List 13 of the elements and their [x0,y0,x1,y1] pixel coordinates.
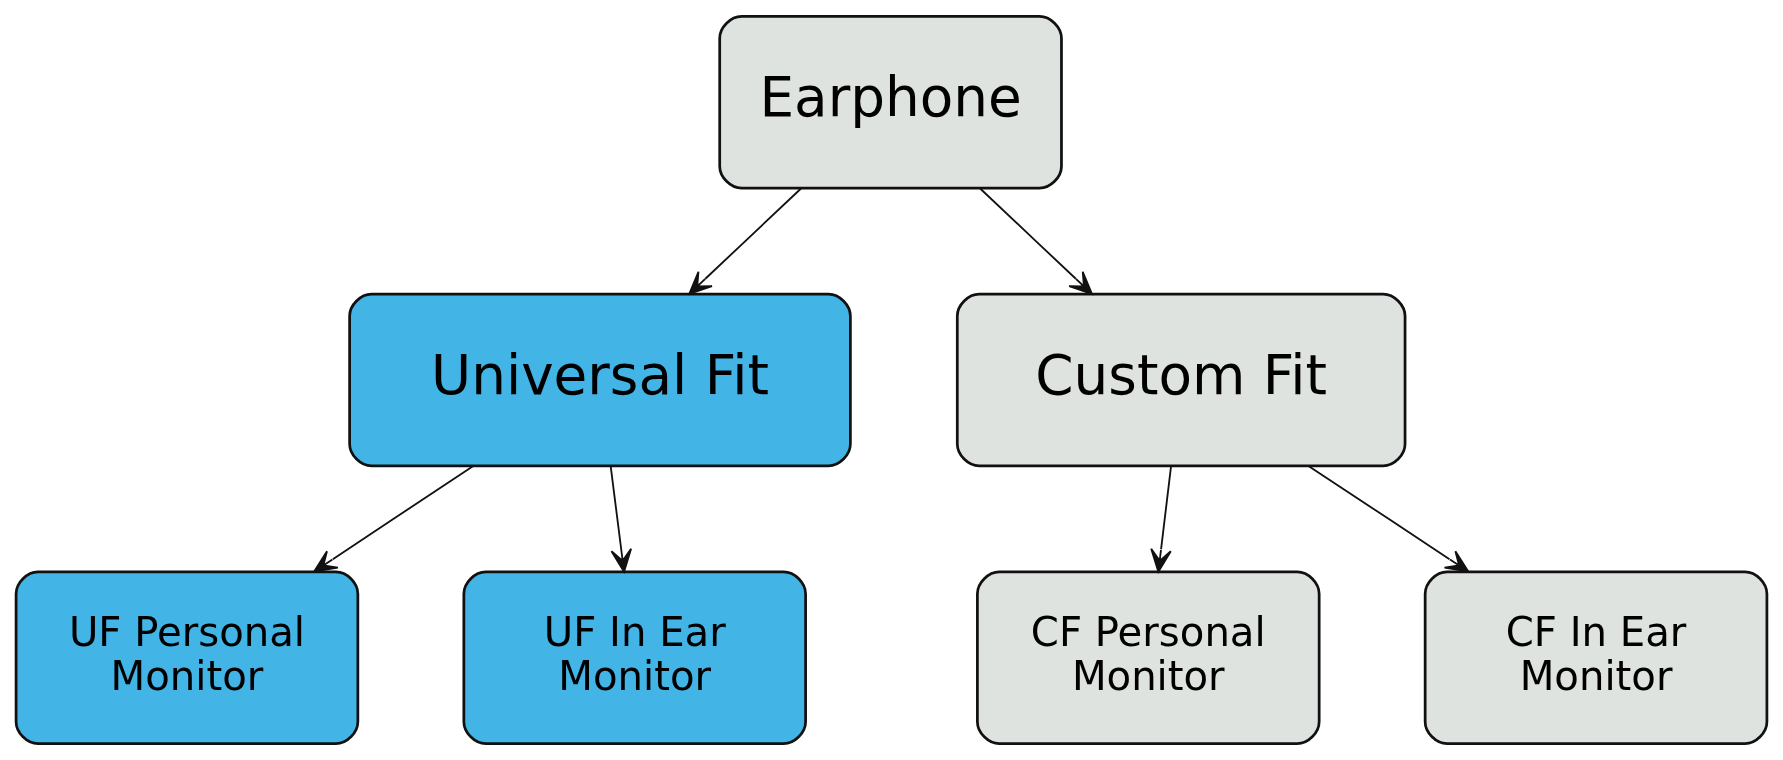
arrow [1307,465,1470,573]
node-box: UF Personal Monitor [14,570,360,746]
node-box: CF Personal Monitor [976,570,1321,746]
node-box: Universal Fit [348,292,852,468]
node-box: Custom Fit [955,292,1407,468]
node-box: CF In Ear Monitor [1423,570,1769,746]
arrow [979,187,1093,295]
node-box: UF In Ear Monitor [462,570,807,746]
arrow [313,465,475,573]
node-box: Earphone [718,14,1063,190]
arrow [688,187,802,295]
arrow [609,465,632,573]
arrow [1150,465,1172,573]
